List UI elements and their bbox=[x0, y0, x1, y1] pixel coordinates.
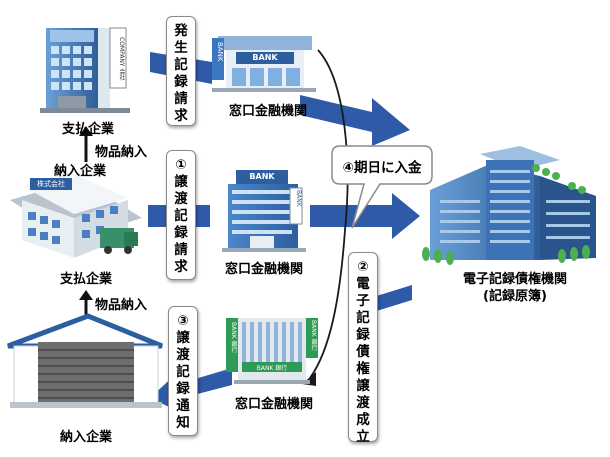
settlement-flow-line bbox=[309, 49, 349, 379]
vertical-char: 生 bbox=[174, 40, 188, 56]
transfer-established-text: 電子記録債権譲渡成立 bbox=[356, 276, 370, 446]
bank-bottom-side-sign-left: BANK 銀行 bbox=[230, 322, 237, 353]
bank-bottom-sign: BANK 銀行 bbox=[256, 365, 288, 372]
bank-bottom-illustration bbox=[226, 318, 318, 384]
vertical-char: 債 bbox=[356, 344, 370, 360]
vertical-char: 立 bbox=[356, 429, 370, 445]
bank-top-label: 窓口金融機関 bbox=[228, 104, 307, 119]
vertical-char: 渡 bbox=[174, 191, 188, 207]
transfer-request-box: ① 譲渡記録請求 bbox=[166, 150, 196, 280]
issue-request-box: 発生記録請求 bbox=[166, 16, 196, 126]
deposit-bubble-shape bbox=[331, 145, 433, 229]
vertical-char: 記 bbox=[176, 364, 190, 380]
vertical-char: 記 bbox=[174, 57, 188, 73]
bank-top-side-sign: BANK bbox=[216, 42, 224, 62]
vertical-char: 請 bbox=[174, 91, 188, 107]
vertical-char: 渡 bbox=[356, 395, 370, 411]
payer-label: 支払企業 bbox=[61, 122, 114, 137]
vertical-char: 記 bbox=[356, 310, 370, 326]
transfer-request-number: ① bbox=[175, 157, 187, 173]
vertical-char: 電 bbox=[356, 276, 370, 292]
vertical-char: 請 bbox=[174, 242, 188, 258]
transfer-notice-box: ③ 譲渡記録通知 bbox=[168, 306, 198, 436]
vertical-char: 録 bbox=[356, 327, 370, 343]
bank-top-illustration bbox=[212, 36, 316, 92]
supplier-building-illustration bbox=[10, 172, 142, 258]
warehouse-illustration bbox=[7, 313, 163, 408]
bank-top-sign: BANK bbox=[252, 53, 278, 62]
registry-label: 電子記録債権機関 bbox=[462, 272, 567, 287]
deposit-bubble-text: ④期日に入金 bbox=[342, 160, 422, 176]
vertical-char: 渡 bbox=[176, 347, 190, 363]
intermediate-delivery-label: 納入企業 bbox=[53, 164, 106, 179]
supplier-company-sign: 株式会社 bbox=[37, 180, 65, 188]
registry-sublabel: (記録原簿) bbox=[483, 289, 547, 304]
bank-mid-side-sign: BANK bbox=[295, 190, 302, 207]
vertical-char: 録 bbox=[174, 74, 188, 90]
goods-delivery-label-top: 物品納入 bbox=[95, 145, 148, 160]
vertical-char: 譲 bbox=[174, 174, 188, 190]
registry-building-illustration bbox=[422, 146, 596, 265]
transfer-established-number: ② bbox=[357, 259, 369, 275]
vertical-char: 知 bbox=[176, 415, 190, 431]
payer-company-sign: COMPANY 会社 bbox=[118, 37, 125, 81]
vertical-char: 譲 bbox=[356, 378, 370, 394]
supplier-label: 支払企業 bbox=[59, 272, 112, 287]
transfer-notice-number: ③ bbox=[177, 313, 189, 329]
goods-delivery-label-bottom: 物品納入 bbox=[95, 298, 148, 313]
vertical-char: 求 bbox=[174, 108, 188, 124]
transfer-notice-text: 譲渡記録通知 bbox=[176, 330, 190, 432]
vertical-char: 記 bbox=[174, 208, 188, 224]
bank-mid-label: 窓口金融機関 bbox=[224, 262, 303, 277]
vertical-char: 権 bbox=[356, 361, 370, 377]
vertical-char: 成 bbox=[356, 412, 370, 428]
supplier-bottom-label: 納入企業 bbox=[59, 430, 112, 445]
vertical-char: 発 bbox=[174, 23, 188, 39]
vertical-char: 録 bbox=[176, 381, 190, 397]
vertical-char: 録 bbox=[174, 225, 188, 241]
bank-bottom-side-sign-right: BANK 銀行 bbox=[310, 320, 317, 351]
vertical-char: 求 bbox=[174, 259, 188, 275]
transfer-request-text: 譲渡記録請求 bbox=[174, 174, 188, 276]
bank-mid-illustration bbox=[222, 170, 306, 252]
payer-building-illustration bbox=[40, 27, 130, 113]
bank-bottom-label: 窓口金融機関 bbox=[234, 397, 313, 412]
goods-delivery-arrow-top bbox=[79, 126, 93, 162]
bank-mid-sign: BANK bbox=[249, 172, 275, 181]
transfer-established-box: ② 電子記録債権譲渡成立 bbox=[348, 252, 378, 445]
issue-request-text: 発生記録請求 bbox=[174, 23, 188, 125]
vertical-char: 子 bbox=[356, 293, 370, 309]
vertical-char: 通 bbox=[176, 398, 190, 414]
vertical-char: 譲 bbox=[176, 330, 190, 346]
